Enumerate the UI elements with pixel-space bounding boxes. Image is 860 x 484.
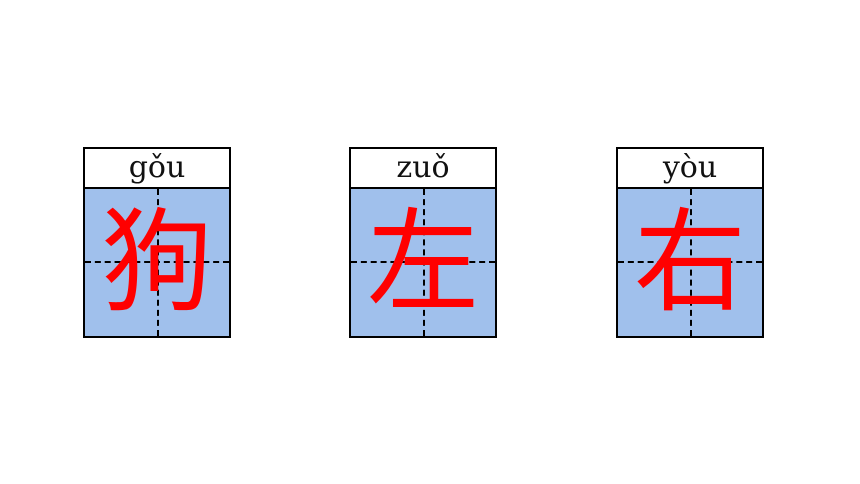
character-card-1: gǒu 狗 — [83, 147, 231, 338]
chinese-character: 狗 — [101, 197, 213, 328]
pinyin-label: yòu — [616, 147, 764, 189]
pinyin-label: gǒu — [83, 147, 231, 189]
tian-grid: 左 — [349, 187, 497, 338]
chinese-character: 右 — [634, 197, 746, 328]
tian-grid: 右 — [616, 187, 764, 338]
horizontal-guide-line — [618, 261, 762, 263]
pinyin-label: zuǒ — [349, 147, 497, 189]
chinese-character: 左 — [367, 197, 479, 328]
character-card-2: zuǒ 左 — [349, 147, 497, 338]
horizontal-guide-line — [351, 261, 495, 263]
tian-grid: 狗 — [83, 187, 231, 338]
character-card-3: yòu 右 — [616, 147, 764, 338]
horizontal-guide-line — [85, 261, 229, 263]
